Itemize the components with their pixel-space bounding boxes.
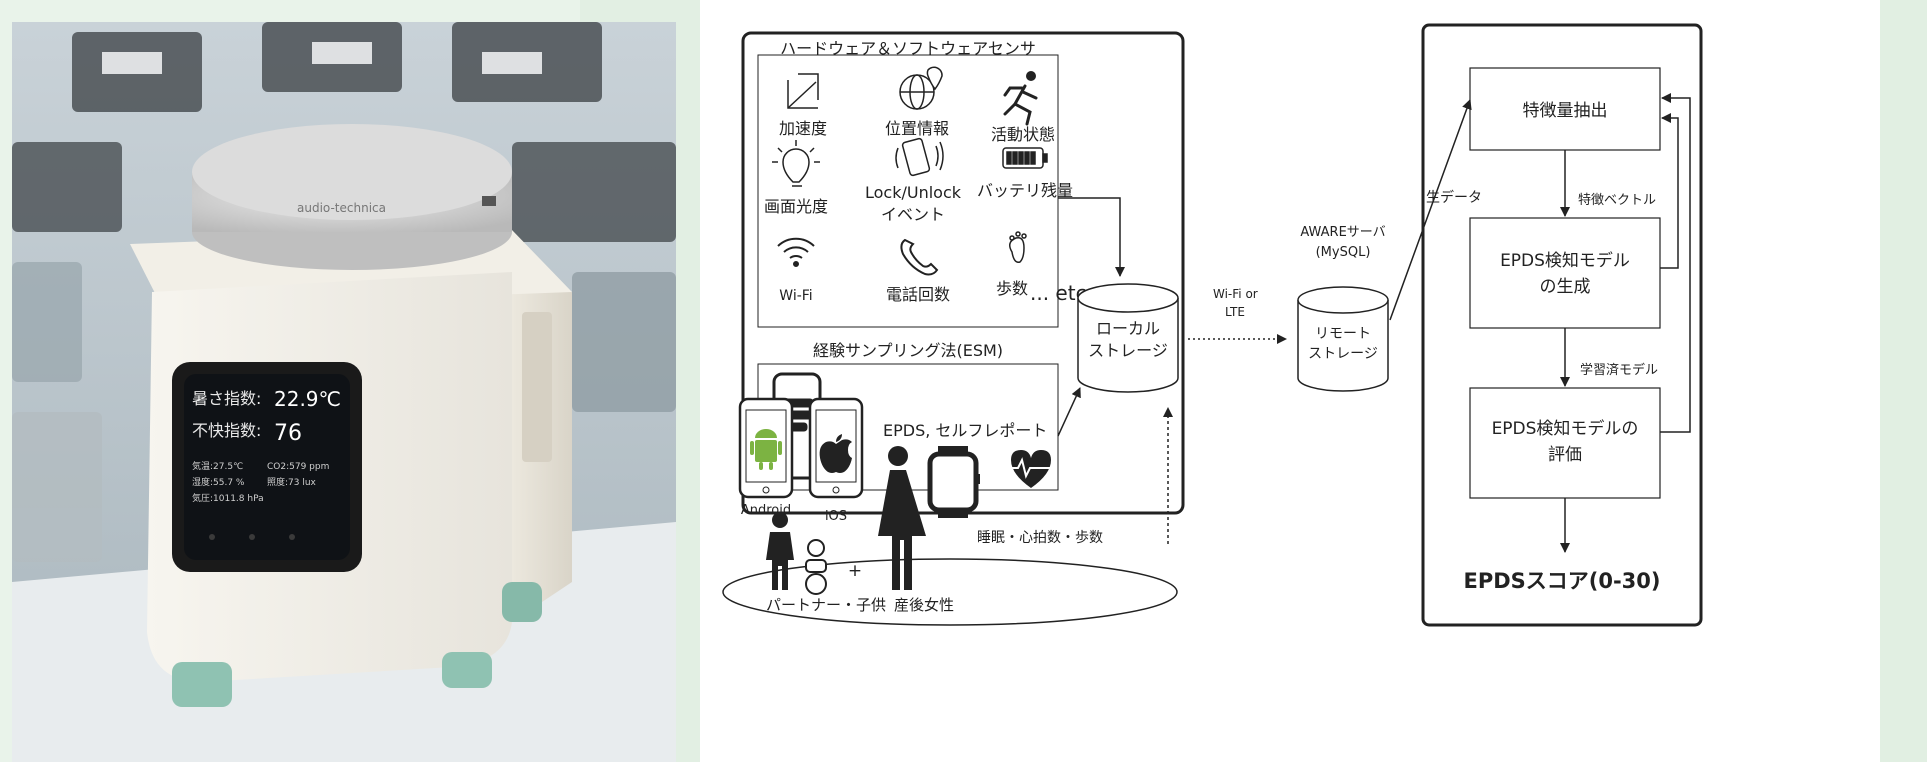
display-heat-label: 暑さ指数: (192, 389, 261, 408)
wearable-label: 睡眠・心拍数・歩数 (977, 530, 1103, 546)
sensor-label: 画面光度 (764, 197, 828, 216)
sensor-label: イベント (881, 205, 945, 224)
sensor-label: 活動状態 (991, 125, 1055, 144)
family-ellipse (722, 558, 1178, 626)
device-foot (502, 582, 542, 622)
feedback-arrow-generation (1660, 113, 1679, 269)
esm-to-storage-arrow (1057, 387, 1081, 437)
vent-grille (522, 312, 552, 462)
model-generation-label: EPDS検知モデル (1500, 250, 1630, 271)
display-detail: 照度:73 lux (267, 476, 317, 488)
remote-storage-label: リモート (1315, 326, 1371, 342)
architecture-svg: ハードウェア＆ソフトウェアセンサ 加速度 位置情報 活動状態 画面光度 Lock… (722, 23, 1703, 627)
sensor-label: バッテリ残量 (977, 181, 1073, 200)
android-phone (738, 397, 794, 499)
display-detail: CO2:579 ppm (267, 462, 329, 472)
speaker-top (192, 124, 512, 220)
network-label: Wi-Fi or (1213, 287, 1258, 301)
phone-vibrate-icon (895, 137, 944, 177)
model-evaluation-label: EPDS検知モデルの (1492, 418, 1639, 439)
heartbeat-icon (1005, 450, 1051, 488)
esm-text: EPDS, セルフレポート (883, 421, 1047, 440)
android-logo-icon (750, 429, 782, 470)
sensor-label: 歩数 (996, 279, 1028, 298)
model-generation-label: の生成 (1540, 277, 1591, 297)
ios-phone (808, 397, 864, 499)
display-detail: 気圧:1011.8 hPa (192, 492, 264, 504)
lightbulb-icon (772, 140, 820, 187)
partner-child-label: パートナー・子供 (766, 596, 886, 614)
partner-figure-icon (766, 512, 794, 590)
trained-model-label: 学習済モデル (1580, 362, 1658, 378)
local-storage-cylinder (1077, 283, 1179, 393)
wifi-icon (777, 237, 815, 267)
etc-label: ... etc (1030, 281, 1087, 305)
feedback-arrow-evaluation (1660, 93, 1691, 433)
sensor-label: 電話回数 (886, 285, 950, 304)
sensor-label: 加速度 (779, 119, 827, 138)
display-discomfort-label: 不快指数: (192, 421, 261, 440)
sensors-box (757, 54, 1059, 328)
battery-icon (1002, 147, 1048, 169)
footprint-icon (1009, 231, 1027, 264)
postpartum-label: 産後女性 (894, 596, 954, 614)
sensors-to-storage-arrow (1058, 197, 1125, 277)
child-figure-icon (805, 539, 827, 595)
esm-title: 経験サンプリング法(ESM) (813, 341, 1003, 360)
network-label: LTE (1225, 305, 1245, 319)
local-storage-label: ストレージ (1088, 341, 1168, 360)
speaker-brand-label: audio-technica (297, 201, 386, 215)
model-evaluation-label: 評価 (1548, 445, 1582, 465)
remote-storage-cylinder (1297, 286, 1389, 392)
local-storage-label: ローカル (1096, 319, 1160, 338)
device-photo-illustration: audio-technica 暑さ指数: 22.9℃ 不快指数: 76 気温:2… (12, 22, 676, 762)
feature-extraction-label: 特徴量抽出 (1523, 101, 1608, 121)
remote-storage-label: ストレージ (1308, 346, 1378, 362)
display-detail: 湿度:55.7 % (192, 476, 245, 488)
server-label: (MySQL) (1316, 245, 1371, 260)
sensors-title: ハードウェア＆ソフトウェアセンサ (780, 39, 1036, 58)
plus-label: + (848, 561, 862, 581)
usb-port (482, 196, 496, 206)
display-heat-value: 22.9℃ (274, 387, 341, 411)
apple-logo-icon (819, 434, 852, 473)
device-foot (172, 662, 232, 707)
sensor-label: Lock/Unlock (865, 183, 962, 202)
running-person-icon (1003, 71, 1038, 126)
feature-vector-label: 特徴ベクトル (1578, 193, 1656, 208)
background-shelves (12, 22, 676, 562)
sensor-label: 位置情報 (885, 119, 949, 138)
device-foot (442, 652, 492, 688)
smartwatch-icon (927, 446, 980, 518)
ios-label: iOS (825, 509, 847, 524)
raw-data-arrow (1389, 99, 1472, 321)
sensor-device-photo: audio-technica 暑さ指数: 22.9℃ 不快指数: 76 気温:2… (12, 22, 676, 762)
woman-figure-icon (878, 446, 926, 590)
display-discomfort-value: 76 (274, 421, 302, 446)
model-generation-box (1469, 217, 1661, 329)
server-label: AWAREサーバ (1300, 225, 1385, 240)
axes-icon (787, 73, 819, 109)
epds-score-label: EPDSスコア(0-30) (1463, 569, 1660, 593)
model-evaluation-box (1469, 387, 1661, 499)
display-detail: 気温:27.5℃ (192, 460, 243, 472)
raw-data-label: 生データ (1426, 189, 1482, 206)
analysis-box (1421, 23, 1703, 627)
system-architecture-diagram: ハードウェア＆ソフトウェアセンサ 加速度 位置情報 活動状態 画面光度 Lock… (700, 0, 1880, 762)
background-band-right (1880, 0, 1927, 762)
globe-pin-icon (899, 66, 943, 110)
sensor-label: Wi-Fi (779, 288, 812, 304)
phone-handset-icon (900, 238, 939, 276)
